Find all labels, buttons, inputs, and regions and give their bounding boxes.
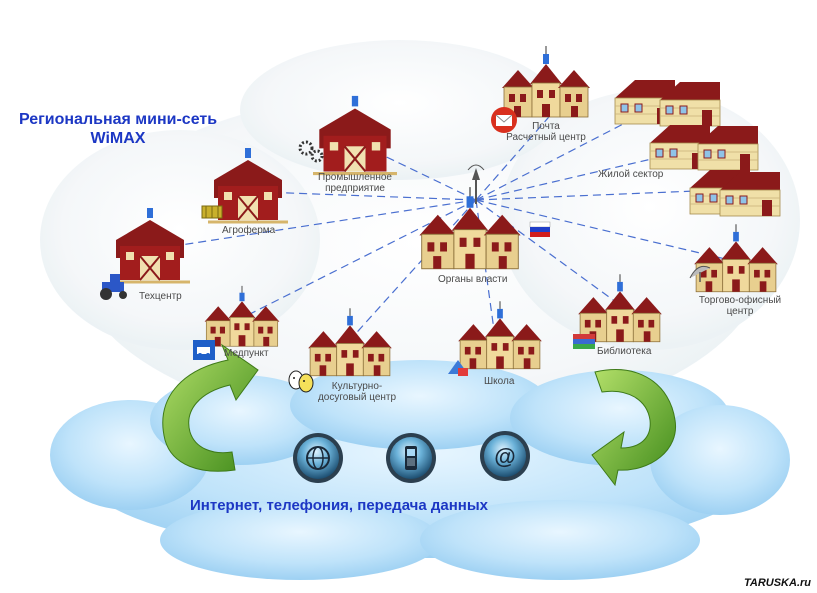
watermark: TARUSKA.ru: [743, 577, 811, 589]
services-caption: Интернет, телефония, передача данных: [190, 497, 489, 514]
russian-flag-icon: [529, 221, 551, 237]
label-library: Библиотека: [597, 346, 652, 357]
gears-icon: [298, 140, 324, 163]
left-cycle-arrow: [162, 343, 259, 472]
label-agro-farm: Агроферма: [222, 225, 276, 236]
globe-icon: [293, 433, 343, 483]
ambulance-icon: [193, 340, 215, 360]
svg-text:@: @: [494, 444, 515, 469]
books-icon: [573, 334, 595, 349]
school-supplies-icon: [448, 360, 468, 376]
satellite-dish-icon: [689, 265, 711, 282]
label-residential: Жилой сектор: [598, 169, 664, 180]
diagram-title: Региональная мини-сеть WiMAX: [2, 110, 234, 148]
mobile-phone-icon: [386, 433, 436, 483]
title-line-2: WiMAX: [90, 130, 146, 147]
right-cycle-arrow: [591, 369, 676, 487]
hub-government-building: [418, 164, 522, 270]
title-line-1: Региональная мини-сеть: [18, 111, 218, 128]
label-school: Школа: [484, 376, 515, 387]
label-tech-center: Техцентр: [139, 291, 182, 302]
theater-masks-icon: [288, 370, 314, 393]
label-industrial: Промышленное предприятие: [318, 172, 392, 194]
envelope-icon: [491, 107, 517, 133]
label-culture-center: Культурно- досуговый центр: [317, 381, 397, 403]
label-post-office: Почта Расчетный центр: [506, 121, 586, 143]
label-government: Органы власти: [438, 274, 508, 285]
tractor-icon: [100, 274, 127, 300]
label-medical: Медпункт: [224, 348, 269, 359]
at-sign-icon: @: [480, 431, 530, 481]
label-trade-office: Торгово-офисный центр: [698, 295, 782, 317]
hay-icon: [201, 205, 223, 219]
